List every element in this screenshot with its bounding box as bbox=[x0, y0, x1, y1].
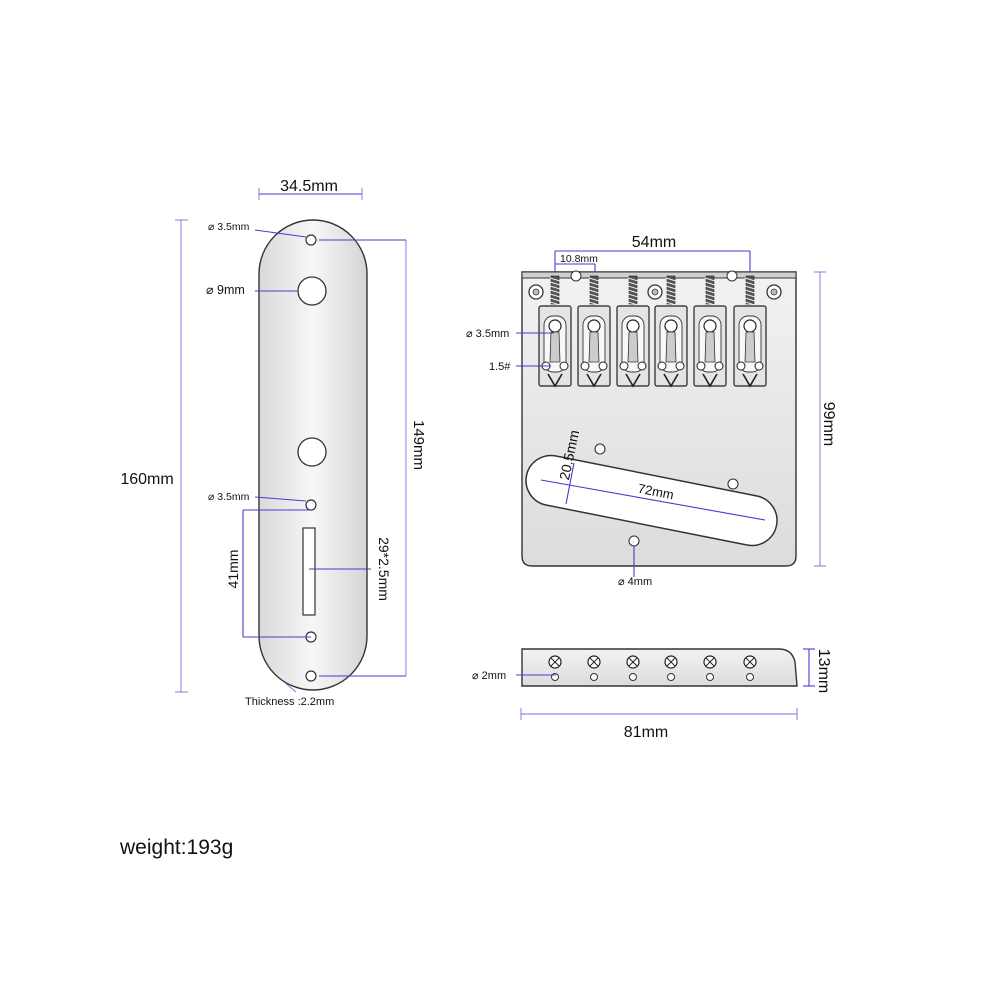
height-screw bbox=[657, 361, 667, 371]
bridge-mid-holes bbox=[647, 284, 663, 300]
side-screw-3 bbox=[626, 655, 640, 681]
height-screw bbox=[736, 361, 746, 371]
bridge-corner-screw-right bbox=[766, 284, 782, 300]
saddle-screw-hole bbox=[664, 319, 678, 333]
saddle-screw-hole-label: ⌀ 3.5mm bbox=[466, 328, 509, 340]
intonation-spring bbox=[627, 275, 639, 306]
saddle-screw-hole bbox=[587, 319, 601, 333]
height-screw bbox=[754, 361, 764, 371]
plate-pot-hole-2 bbox=[297, 437, 327, 467]
saddle-screw-hole bbox=[548, 319, 562, 333]
bridge-width-label: 54mm bbox=[632, 234, 676, 251]
bridge-side-view: ⌀ 2mm 81mm 13mm bbox=[472, 648, 832, 741]
bridge-upper-screw-left bbox=[570, 270, 582, 282]
height-screw bbox=[559, 361, 569, 371]
plate-bottom-hole-2 bbox=[305, 670, 317, 682]
intonation-spring bbox=[588, 275, 600, 306]
wrench-size-label: 1.5# bbox=[489, 361, 511, 373]
intonation-spring bbox=[704, 275, 716, 306]
plate-length-label: 160mm bbox=[120, 471, 173, 488]
side-screw-4 bbox=[664, 655, 678, 681]
plate-switch-slot bbox=[302, 527, 316, 616]
side-screw-1 bbox=[548, 655, 562, 681]
side-hole-label: ⌀ 2mm bbox=[472, 670, 506, 682]
height-screw bbox=[637, 361, 647, 371]
saddle-screw-hole bbox=[703, 319, 717, 333]
bridge-side-plate bbox=[521, 648, 798, 687]
bridge-height-label: 99mm bbox=[820, 402, 837, 446]
plate-pot-hole-label: ⌀ 9mm bbox=[206, 283, 245, 297]
saddle-3 bbox=[616, 275, 650, 388]
saddle-screw-hole bbox=[743, 319, 757, 333]
height-screw bbox=[598, 361, 608, 371]
plate-lower-hole bbox=[305, 499, 317, 511]
pickup-slot bbox=[525, 454, 778, 547]
plate-slot-size-label: 29*2.5mm bbox=[376, 537, 392, 601]
side-screw-5 bbox=[703, 655, 717, 681]
bridge-corner-screw-left bbox=[528, 284, 544, 300]
side-screws bbox=[548, 655, 757, 681]
bridge-mount-hole bbox=[628, 535, 640, 547]
plate-thickness-label: Thickness :2.2mm bbox=[245, 696, 334, 708]
side-screw-6 bbox=[743, 655, 757, 681]
plate-lower-hole-label: ⌀ 3.5mm bbox=[208, 491, 250, 503]
height-screw bbox=[619, 361, 629, 371]
height-screw bbox=[714, 361, 724, 371]
saddles bbox=[538, 275, 767, 388]
intonation-spring bbox=[665, 275, 677, 306]
side-base-width-label: 81mm bbox=[624, 724, 668, 741]
saddle-2 bbox=[577, 275, 611, 388]
plate-top-hole-label: ⌀ 3.5mm bbox=[208, 221, 250, 233]
side-screw-2 bbox=[587, 655, 601, 681]
saddle-screw-hole bbox=[626, 319, 640, 333]
plate-slot-spacing-label: 41mm bbox=[225, 550, 241, 589]
pickup-screw-hole-1 bbox=[594, 443, 606, 455]
pickup-length-label: 72mm bbox=[637, 481, 675, 503]
saddle-6 bbox=[733, 275, 767, 388]
weight-label: weight:193g bbox=[120, 836, 234, 859]
plate-width-label: 34.5mm bbox=[280, 178, 338, 195]
height-screw bbox=[696, 361, 706, 371]
bridge-upper-screw-right bbox=[726, 270, 738, 282]
plate-top-hole bbox=[305, 234, 317, 246]
side-height-label: 13mm bbox=[815, 649, 832, 693]
height-screw bbox=[675, 361, 685, 371]
saddle-4 bbox=[654, 275, 688, 388]
saddle-5 bbox=[693, 275, 727, 388]
saddle-pitch-label: 10.8mm bbox=[560, 253, 598, 265]
plate-hole-span-label: 149mm bbox=[410, 420, 427, 470]
plate-pot-hole bbox=[297, 276, 327, 306]
control-plate: 34.5mm 160mm 149mm ⌀ 3.5mm ⌀ 9mm ⌀ 3.5mm… bbox=[120, 178, 427, 708]
pickup-screw-hole-2 bbox=[727, 478, 739, 490]
intonation-spring bbox=[549, 275, 561, 306]
intonation-spring bbox=[744, 275, 756, 306]
height-screw bbox=[580, 361, 590, 371]
mount-hole-label: ⌀ 4mm bbox=[618, 576, 652, 588]
bridge-top-view: 54mm 10.8mm 99mm ⌀ 3.5mm 1.5# 20.5mm 72m… bbox=[466, 234, 837, 588]
